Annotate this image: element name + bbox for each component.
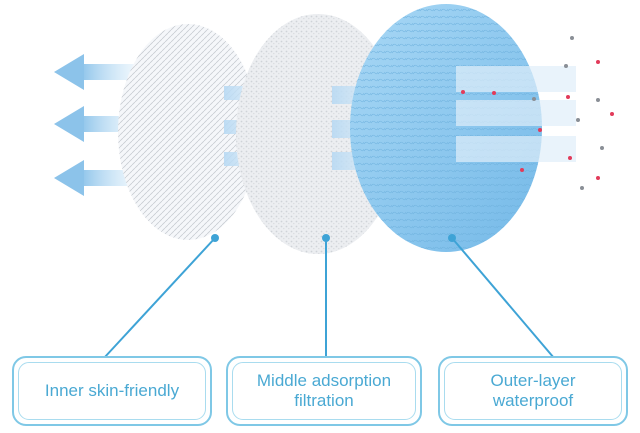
particle-icon — [461, 90, 465, 94]
label-inner-layer: Inner skin-friendly — [12, 356, 212, 426]
particle-icon — [576, 118, 580, 122]
particle-icon — [610, 112, 614, 116]
particle-icon — [492, 91, 496, 95]
particle-icon — [596, 60, 600, 64]
particle-icon — [566, 95, 570, 99]
label-outer-text: Outer-layer waterproof — [490, 371, 576, 410]
label-middle-layer: Middle adsorption filtration — [226, 356, 422, 426]
particles — [461, 36, 614, 190]
connector-dots — [211, 234, 456, 242]
layer-inner-disc — [118, 24, 258, 240]
airflow-arrow-icon — [54, 160, 136, 196]
layer-middle-disc — [236, 14, 400, 254]
airflow-arrows-in — [456, 66, 576, 162]
particle-icon — [570, 36, 574, 40]
particle-icon — [596, 98, 600, 102]
particle-icon — [568, 156, 572, 160]
layer-outer-disc — [350, 4, 542, 252]
label-outer-layer: Outer-layer waterproof — [438, 356, 628, 426]
particle-icon — [600, 146, 604, 150]
particle-icon — [564, 64, 568, 68]
particle-icon — [596, 176, 600, 180]
label-inner-text: Inner skin-friendly — [44, 381, 180, 400]
particle-icon — [520, 168, 524, 172]
particle-icon — [580, 186, 584, 190]
particle-icon — [538, 128, 542, 132]
label-middle-text: Middle adsorption filtration — [256, 371, 392, 410]
connectors — [103, 237, 555, 359]
airflow-arrow-icon — [54, 54, 136, 90]
particle-icon — [532, 97, 536, 101]
